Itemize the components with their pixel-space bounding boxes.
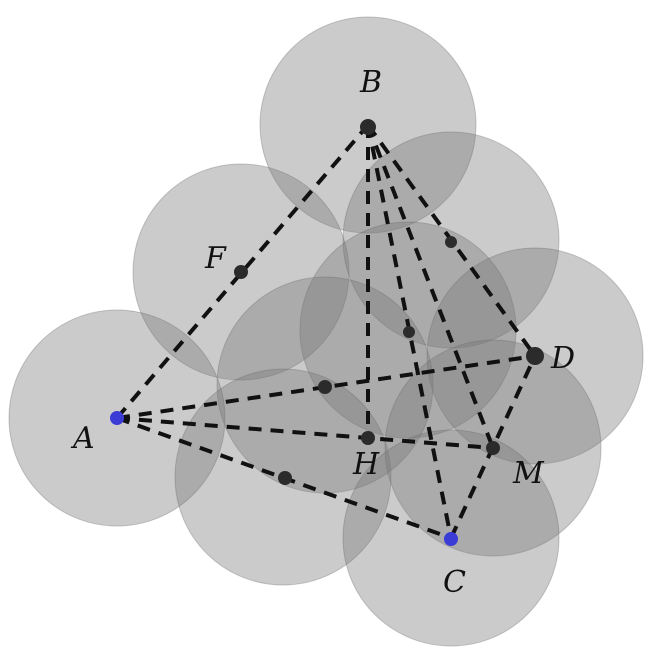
label-a: A — [70, 421, 95, 456]
label-c: C — [443, 565, 466, 600]
point-ad-mid — [318, 380, 332, 394]
label-f: F — [204, 241, 227, 276]
vertex-a — [110, 411, 124, 425]
vertex-c — [444, 532, 458, 546]
point-bd-mid — [445, 236, 457, 248]
point-f — [234, 265, 248, 279]
spheres — [8, 16, 644, 647]
label-d: D — [550, 341, 575, 376]
label-h: H — [352, 447, 380, 482]
vertex-b — [360, 119, 376, 135]
labels: B F D A H M C — [70, 65, 575, 600]
points — [110, 119, 544, 546]
point-center — [403, 326, 415, 338]
edge-bm — [366, 124, 495, 449]
point-ac-mid — [278, 471, 292, 485]
point-h — [361, 431, 375, 445]
edge-am — [116, 416, 494, 450]
label-m: M — [512, 456, 545, 491]
point-m — [486, 441, 500, 455]
label-b: B — [359, 65, 382, 100]
vertex-d — [526, 347, 544, 365]
edge-ad — [116, 354, 536, 420]
